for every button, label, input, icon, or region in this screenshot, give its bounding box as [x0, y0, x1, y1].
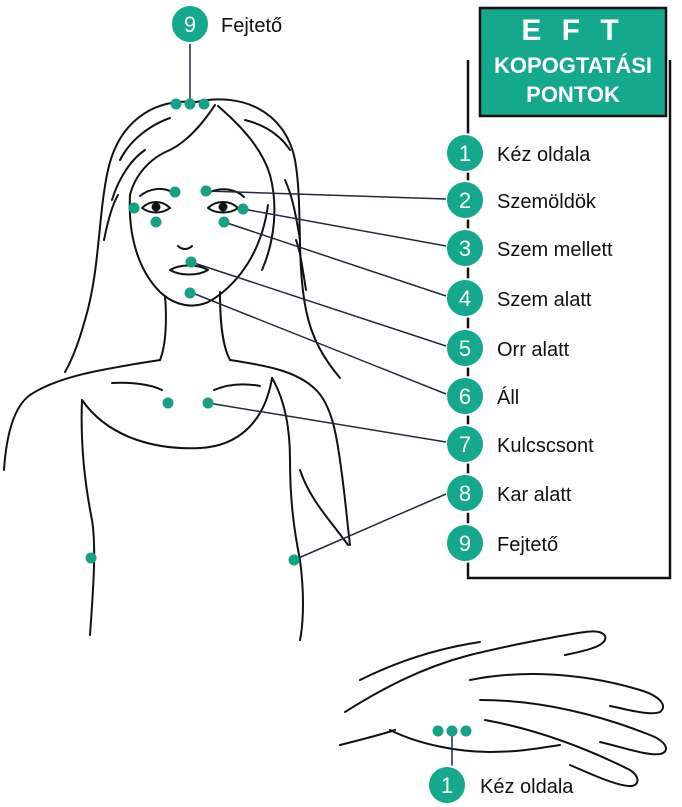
legend-number: 5 [459, 336, 471, 361]
top-marker-label: Fejtető [221, 15, 282, 37]
dot-collarbone-left [163, 398, 174, 409]
dot-hand-2 [447, 726, 458, 737]
legend-number: 4 [459, 286, 471, 311]
tank-top-neckline [82, 378, 272, 448]
title-line-1: E F T [521, 14, 624, 47]
top-marker-number: 9 [184, 12, 196, 37]
dot-head-1 [171, 99, 182, 110]
connector-5 [191, 262, 446, 346]
legend-item-3: 3 Szem mellett [446, 229, 613, 267]
legend-item-6: 6 Áll [446, 377, 519, 415]
right-brow [210, 189, 244, 197]
wrist-line [340, 730, 395, 745]
dot-head-3 [199, 99, 210, 110]
dot-under-arm-right [289, 555, 300, 566]
title-line-2: KOPOGTATÁSI [494, 53, 652, 78]
left-pupil [153, 204, 160, 211]
legend-item-9: 9 Fejtető [446, 524, 558, 562]
right-pupil [220, 204, 227, 211]
hand-underside [390, 730, 560, 752]
hand-marker: 1 Kéz oldala [428, 766, 574, 804]
hand-marker-label: Kéz oldala [480, 776, 574, 798]
legend-number: 2 [459, 188, 471, 213]
collarbones [112, 383, 260, 390]
dot-under-eye-left [151, 217, 162, 228]
legend-number: 9 [459, 531, 471, 556]
legend-label: Orr alatt [497, 339, 570, 361]
tank-top-left [82, 400, 95, 635]
neck [160, 292, 230, 360]
title-line-3: PONTOK [526, 82, 620, 107]
dot-head-2 [185, 99, 196, 110]
hand-marker-number: 1 [441, 773, 453, 798]
hand-finger-2 [470, 674, 663, 713]
dot-under-arm-left [86, 553, 97, 564]
legend-item-7: 7 Kulcscsont [446, 425, 594, 463]
dot-brow-left [170, 187, 181, 198]
dot-eye-side-right [238, 204, 249, 215]
legend-item-4: 4 Szem alatt [446, 279, 592, 317]
legend-label: Kar alatt [497, 484, 572, 506]
hand-illustration [340, 631, 666, 786]
connector-6 [190, 292, 446, 394]
legend-label: Szem mellett [497, 239, 613, 261]
legend-label: Áll [497, 386, 519, 409]
legend-number: 7 [459, 432, 471, 457]
left-brow [140, 189, 172, 196]
hand-finger-3 [480, 700, 666, 754]
connector-7 [208, 403, 446, 442]
legend-label: Szemöldök [497, 191, 597, 213]
hair-right-outline [196, 99, 340, 378]
hair-left-outline [65, 102, 196, 372]
dot-chin [185, 288, 196, 299]
legend-number: 3 [459, 236, 471, 261]
legend-item-5: 5 Orr alatt [446, 329, 570, 367]
dot-collarbone-right [203, 398, 214, 409]
legend-item-2: 2 Szemöldök [446, 181, 597, 219]
dot-hand-1 [433, 726, 444, 737]
nose [178, 246, 192, 249]
top-marker: 9 Fejtető [171, 5, 282, 43]
hand-back [360, 642, 480, 680]
legend-label: Kéz oldala [497, 144, 591, 166]
legend-number: 6 [459, 384, 471, 409]
legend-number: 8 [459, 481, 471, 506]
legend-number: 1 [459, 141, 471, 166]
legend-item-8: 8 Kar alatt [446, 474, 572, 512]
legend-label: Szem alatt [497, 289, 592, 311]
dot-eye-side-left [129, 203, 140, 214]
dot-hand-3 [461, 726, 472, 737]
dot-under-eye-right [219, 217, 230, 228]
connector-4 [224, 222, 446, 296]
dot-under-nose [186, 257, 197, 268]
legend-item-1: 1 Kéz oldala [446, 134, 591, 172]
right-arm-inner [300, 470, 348, 545]
dot-brow-right [201, 186, 212, 197]
legend-label: Fejtető [497, 534, 558, 556]
legend-label: Kulcscsont [497, 435, 594, 457]
